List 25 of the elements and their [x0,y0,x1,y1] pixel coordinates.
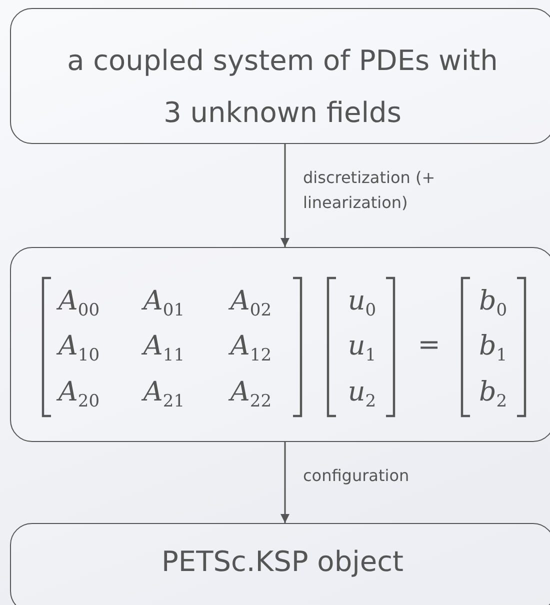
vector-entry: b$_{1}$ [478,330,508,366]
edge-label: discretization (+ linearization) [303,167,436,214]
vector-entry: u$_{1}$ [348,330,376,366]
matrix-entry: A$_{20}$ [58,376,100,412]
matrix-entry: A$_{01}$ [143,286,185,320]
node-text: PETSc.KSP object [160,544,404,580]
equals-sign: = [418,330,440,360]
node-text: a coupled system of PDEs with 3 unknown fields [66,43,499,131]
matrix-entry: A$_{11}$ [143,330,185,366]
process-box [10,8,550,144]
edge-label: configuration [303,465,410,487]
vector-entry: u$_{0}$ [348,286,376,320]
matrix-entry: A$_{00}$ [58,286,100,320]
vector-entry: b$_{0}$ [478,286,508,320]
vector-entry: u$_{2}$ [348,376,376,412]
process-box [10,523,550,605]
equation-box [10,247,550,442]
matrix-entry: A$_{21}$ [143,376,185,412]
vector-entry: b$_{2}$ [478,376,508,412]
matrix-entry: A$_{22}$ [230,376,272,412]
matrix-entry: A$_{12}$ [230,330,272,366]
matrix-entry: A$_{10}$ [58,330,100,366]
matrix-entry: A$_{02}$ [230,286,272,320]
arrow [280,442,290,523]
arrow [280,144,290,247]
